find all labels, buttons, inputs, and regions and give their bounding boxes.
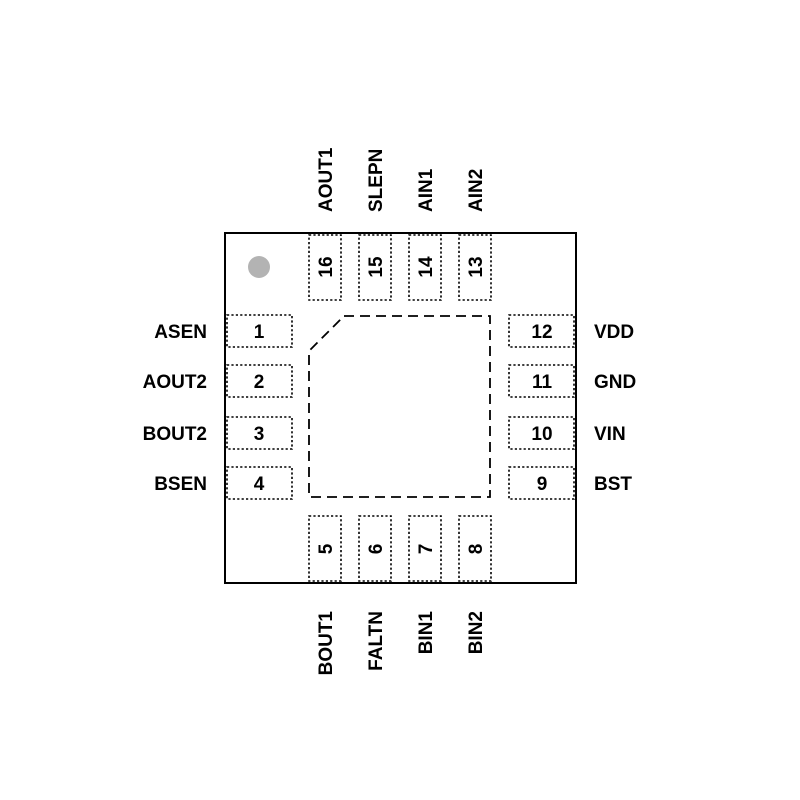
pin-6-number: 6	[366, 544, 387, 555]
pin-2-pad	[226, 364, 293, 398]
pin-4-number: 4	[254, 474, 265, 495]
pin-16-name-aout1: AOUT1	[316, 147, 337, 212]
pin-9-number: 9	[537, 474, 548, 495]
pin-1-number: 1	[254, 322, 265, 343]
pin-10-name-vin: VIN	[594, 424, 626, 445]
package-body	[224, 232, 577, 584]
pin-15-name-slepn: SLEPN	[366, 149, 387, 212]
pin-2-number: 2	[254, 372, 265, 393]
pin-7-number: 7	[416, 544, 437, 555]
pin-1-name-asen: ASEN	[154, 322, 207, 343]
pin-14-name-ain1: AIN1	[416, 168, 437, 212]
pin-8-name-bin2: BIN2	[466, 611, 487, 654]
pin-12-number: 12	[531, 322, 552, 343]
pin-13-name-ain2: AIN2	[466, 169, 487, 212]
pin-3-name-bout2: BOUT2	[143, 424, 207, 445]
pin-15-number: 15	[366, 256, 387, 278]
pin1-dot-icon	[248, 256, 270, 278]
pin-7-name-bin1: BIN1	[416, 611, 437, 655]
pin-14-number: 14	[416, 256, 437, 278]
pin-5-number: 5	[316, 543, 337, 554]
pin-4-name-bsen: BSEN	[154, 474, 207, 495]
pin-10-pad	[508, 416, 575, 450]
pin-10-number: 10	[531, 424, 552, 445]
pin-6-name-faltn: FALTN	[366, 611, 387, 671]
pin-11-name-gnd: GND	[594, 372, 636, 393]
pin-12-name-vdd: VDD	[594, 322, 634, 343]
pin-9-pad	[508, 466, 575, 500]
pin-9-name-bst: BST	[594, 474, 632, 495]
pin-11-number: 11	[532, 372, 553, 393]
pin-16-number: 16	[316, 256, 337, 277]
pin-13-number: 13	[466, 256, 487, 277]
pin-2-name-aout2: AOUT2	[143, 372, 207, 393]
pin-11-pad	[508, 364, 575, 398]
pin-4-pad	[226, 466, 293, 500]
pin-pads	[226, 234, 575, 582]
thermal-pad	[308, 315, 491, 498]
pin-12-pad	[508, 314, 575, 348]
pin-8-number: 8	[466, 544, 487, 555]
pin-3-number: 3	[254, 424, 265, 445]
pin-3-pad	[226, 416, 293, 450]
pin-1-pad	[226, 314, 293, 348]
pin-5-name-bout1: BOUT1	[316, 611, 337, 676]
